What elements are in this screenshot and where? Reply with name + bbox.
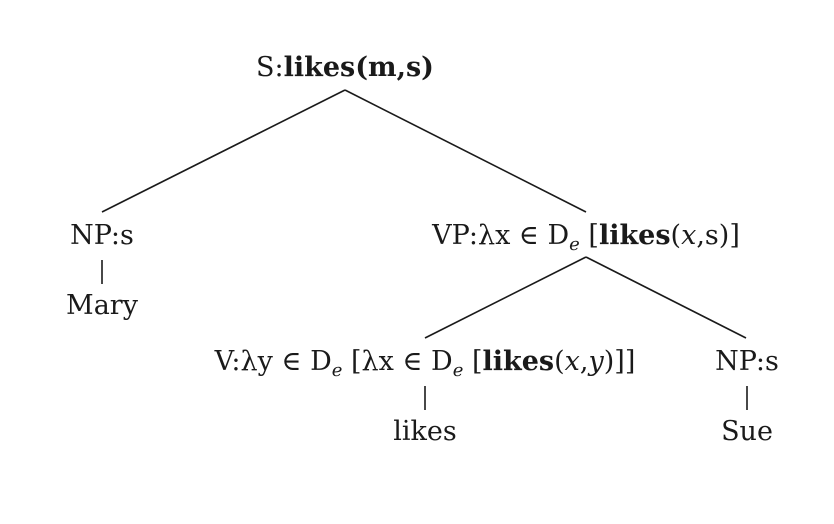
edge-vp-v bbox=[424, 256, 587, 339]
edge-s-vp bbox=[344, 89, 587, 213]
root-node-s: S:likes(m,s) bbox=[256, 52, 434, 83]
edge-s-np bbox=[101, 89, 346, 213]
node-np-subject: NP:s bbox=[70, 220, 134, 251]
edge-vp-np bbox=[585, 256, 747, 339]
node-np-object: NP:s bbox=[715, 346, 779, 377]
leaf-likes: likes bbox=[393, 416, 457, 447]
leaf-sue: Sue bbox=[721, 416, 773, 447]
node-vp: VP:λx ∈ De [likes(x,s)] bbox=[432, 220, 740, 255]
node-v: V:λy ∈ De [λx ∈ De [likes(x,y)]] bbox=[214, 346, 636, 381]
leaf-mary: Mary bbox=[66, 290, 138, 321]
